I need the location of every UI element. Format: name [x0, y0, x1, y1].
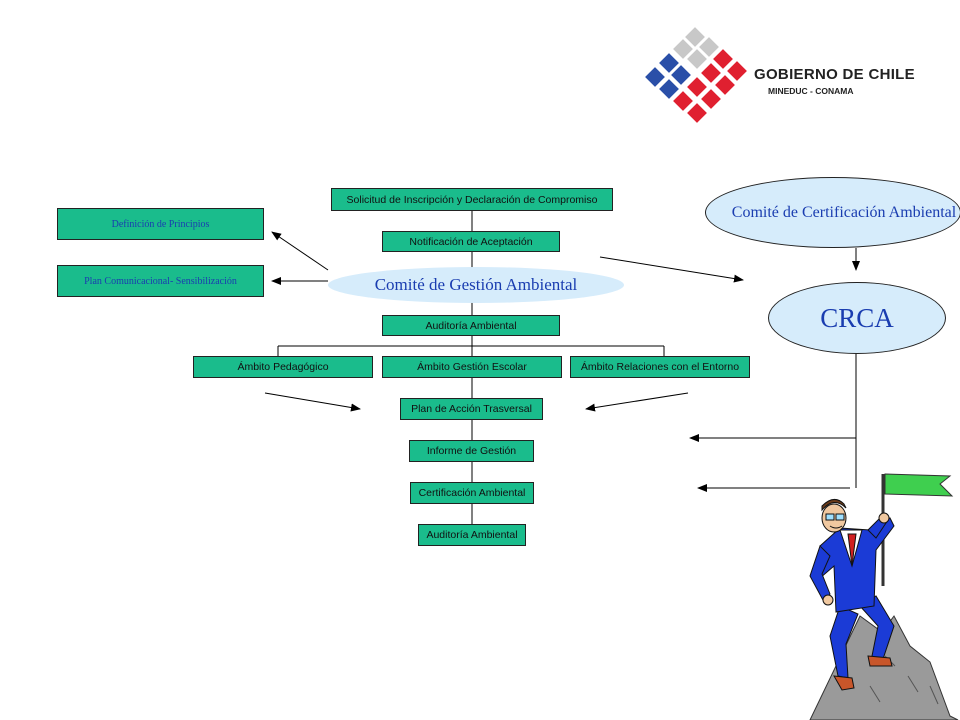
ellipse-comite-certificacion: Comité de Certificación Ambiental [705, 177, 960, 248]
comite-certificacion-label: Comité de Certificación Ambiental [731, 203, 957, 221]
box-ambito-pedagogico: Ámbito Pedagógico [193, 356, 373, 378]
box-certificacion: Certificación Ambiental [410, 482, 534, 504]
arrow-to-crca [599, 256, 744, 283]
arrow-left-to-plan [264, 392, 361, 412]
gobierno-logo-icon [645, 27, 747, 123]
ellipse-crca: CRCA [768, 282, 946, 354]
box-ambito-gestion: Ámbito Gestión Escolar [382, 356, 562, 378]
arrow-to-definicion [271, 231, 329, 271]
arrow-right-to-plan [585, 392, 689, 412]
box-plan-comunicacional: Plan Comunicacional- Sensibilización [57, 265, 264, 297]
logo-title: GOBIERNO DE CHILE [754, 66, 915, 83]
box-notificacion: Notificación de Aceptación [382, 231, 560, 252]
box-ambito-relaciones: Ámbito Relaciones con el Entorno [570, 356, 750, 378]
box-plan-accion: Plan de Acción Trasversal [400, 398, 543, 420]
businessman-flag-icon [809, 473, 959, 720]
ellipse-comite-gestion: Comité de Gestión Ambiental [328, 267, 624, 303]
logo-subtitle: MINEDUC - CONAMA [768, 86, 854, 96]
box-auditoria-1: Auditoría Ambiental [382, 315, 560, 336]
box-informe: Informe de Gestión [409, 440, 534, 462]
box-solicitud: Solicitud de Inscripción y Declaración d… [331, 188, 613, 211]
box-auditoria-2: Auditoría Ambiental [418, 524, 526, 546]
box-definicion-principios: Definición de Principios [57, 208, 264, 240]
